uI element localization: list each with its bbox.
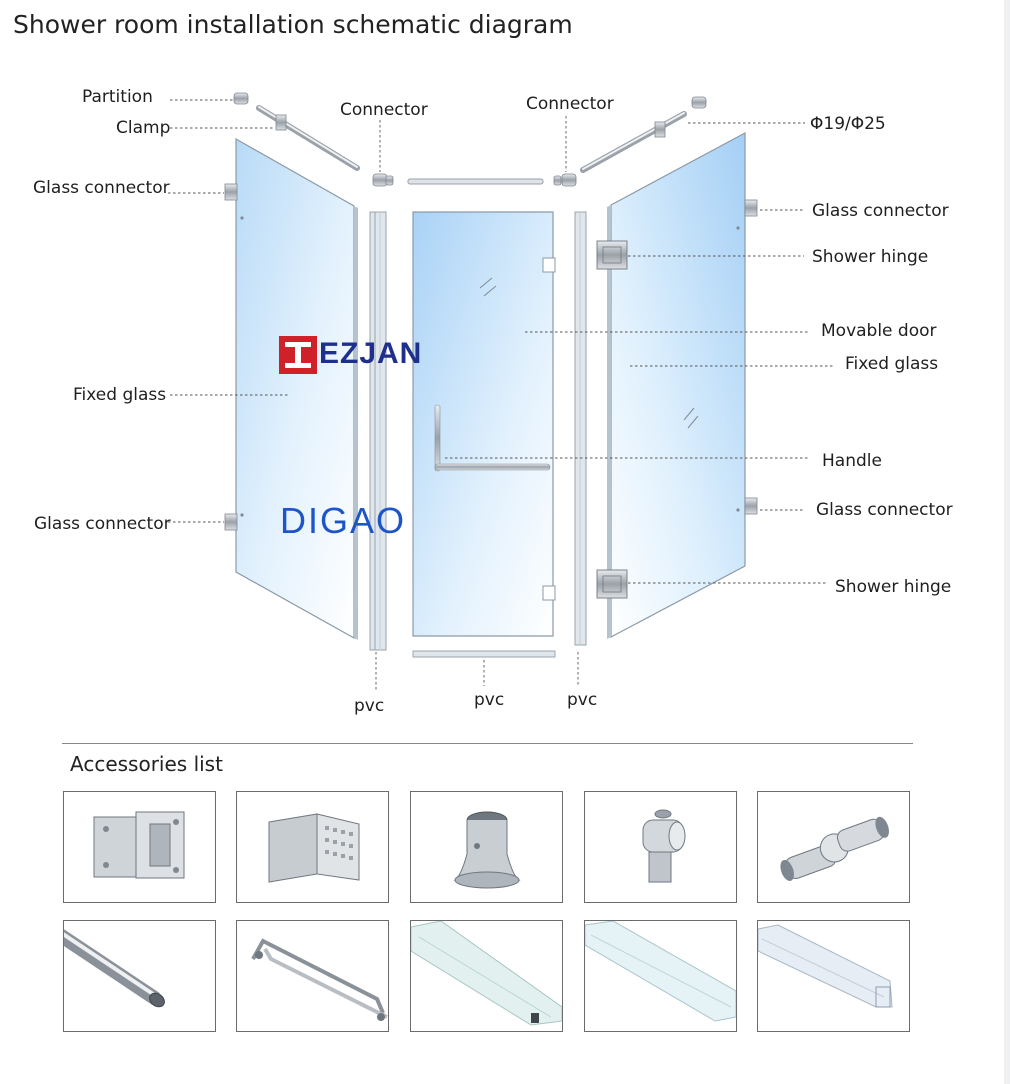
accessory-card-connector	[584, 791, 737, 903]
accessory-card-stainless-tube	[63, 920, 216, 1032]
accessories-heading: Accessories list	[70, 752, 223, 776]
page-title: Shower room installation schematic diagr…	[13, 10, 573, 39]
label-glass-connector-tl: Glass connector	[33, 178, 170, 198]
leader-lines	[168, 99, 835, 690]
label-connector-right: Connector	[526, 94, 614, 114]
label-glass-connector-tr: Glass connector	[812, 201, 949, 221]
label-glass-connector-bl: Glass connector	[34, 514, 171, 534]
label-fixed-glass-right: Fixed glass	[845, 354, 939, 374]
label-fixed-glass-left: Fixed glass	[73, 385, 167, 405]
glass-clamp-icon	[268, 813, 360, 883]
pvc-strip-left	[369, 211, 387, 651]
door-handle-icon	[251, 938, 388, 1021]
accessory-card-partition-base	[410, 791, 563, 903]
page-edge	[1004, 0, 1010, 1084]
fixed-glass-left-panel	[235, 137, 358, 640]
movable-door-panel	[412, 211, 556, 637]
label-diameter: Φ19/Φ25	[810, 114, 886, 134]
door-handle	[434, 404, 551, 472]
pvc-strip-bottom	[412, 650, 556, 658]
ezjan-logo: EZJAN	[279, 336, 422, 374]
pvc-strip-right	[574, 211, 587, 646]
label-partition: Partition	[82, 87, 153, 107]
ezjan-logo-text: EZJAN	[319, 336, 423, 370]
digao-logo: DIGAO	[280, 500, 407, 541]
label-pvc-left: pvc	[354, 696, 385, 716]
fixed-glass-right-panel	[607, 131, 746, 639]
installation-diagram	[168, 92, 835, 690]
label-movable-door: Movable door	[821, 321, 937, 341]
label-shower-hinge-top: Shower hinge	[812, 247, 929, 267]
connector-icon	[642, 809, 686, 883]
accessory-card-pvc-strip-c	[757, 920, 910, 1032]
accessory-card-door-handle	[236, 920, 389, 1032]
accessory-card-shower-hinge	[63, 791, 216, 903]
swivel-connector-icon	[780, 816, 889, 881]
shower-hinge-icon	[93, 811, 185, 879]
partition-base-icon	[453, 811, 521, 889]
pvc-strip-c-icon	[758, 924, 893, 1008]
label-handle: Handle	[822, 451, 882, 471]
accessory-card-pvc-strip-b	[584, 920, 737, 1032]
accessory-card-swivel-connector	[757, 791, 910, 903]
support-rod-right	[553, 96, 707, 187]
top-bar	[407, 178, 544, 185]
ezjan-mark-icon	[279, 336, 317, 374]
accessory-card-glass-clamp	[236, 791, 389, 903]
label-glass-connector-br: Glass connector	[816, 500, 953, 520]
pvc-strip-b-icon	[585, 921, 736, 1022]
stainless-tube-icon	[64, 929, 165, 1008]
label-clamp: Clamp	[116, 118, 171, 138]
pvc-strip-a-icon	[411, 921, 562, 1026]
glass-connectors	[224, 183, 758, 531]
label-pvc-right: pvc	[567, 690, 598, 710]
label-pvc-center: pvc	[474, 690, 505, 710]
support-rod-left	[233, 92, 394, 187]
accessory-card-pvc-strip-a	[410, 920, 563, 1032]
label-shower-hinge-bottom: Shower hinge	[835, 577, 952, 597]
shower-hinges	[596, 240, 628, 599]
section-divider	[62, 743, 913, 744]
label-connector-left: Connector	[340, 100, 428, 120]
